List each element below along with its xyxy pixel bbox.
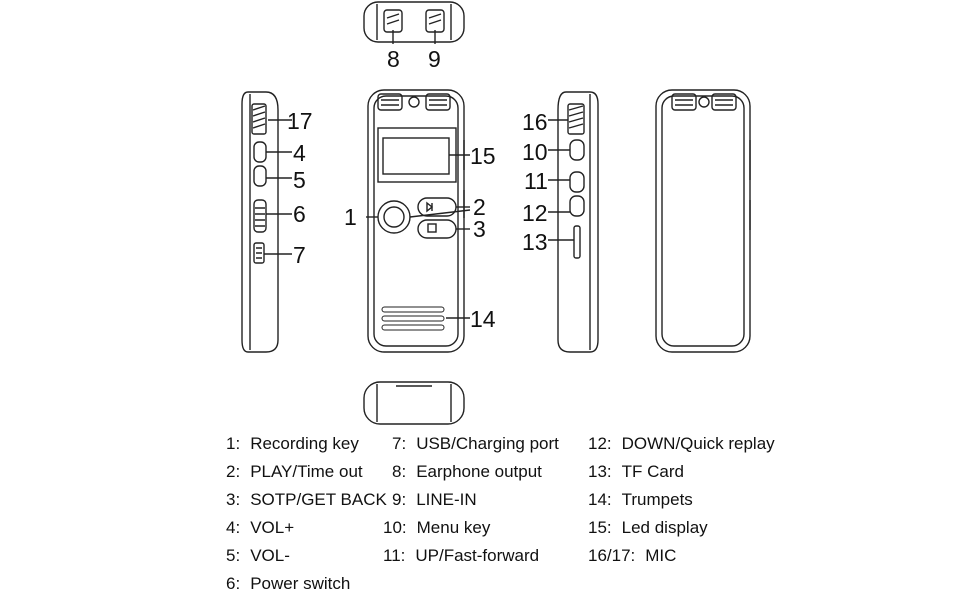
legend-text: UP/Fast-forward: [415, 546, 540, 565]
callout-15: 15: [470, 143, 496, 169]
legend-text: TF Card: [621, 462, 684, 481]
legend-num: 6:: [226, 574, 241, 593]
legend-text: Power switch: [250, 574, 351, 593]
legend-num: 8:: [392, 462, 407, 481]
front-view: [366, 89, 471, 353]
legend-num: 11:: [383, 546, 406, 565]
legend-text: SOTP/GET BACK: [250, 490, 387, 509]
legend-text: USB/Charging port: [416, 434, 559, 453]
legend-text: Recording key: [250, 434, 359, 453]
legend-num: 13:: [588, 462, 612, 481]
legend-text: VOL+: [250, 518, 295, 537]
legend-num: 15:: [588, 518, 612, 537]
back-view: [655, 89, 751, 353]
legend-text: Menu key: [416, 518, 491, 537]
legend-item-12: 12: DOWN/Quick replay: [588, 434, 775, 454]
callout-8: 8: [387, 46, 400, 72]
legend-item-5: 5: VOL-: [226, 546, 290, 566]
callout-11: 11: [524, 168, 548, 194]
right-side-view: [548, 91, 599, 353]
legend-item-14: 14: Trumpets: [588, 490, 693, 510]
legend-num: 7:: [392, 434, 407, 453]
legend-text: Earphone output: [416, 462, 542, 481]
callout-14: 14: [470, 306, 496, 332]
bottom-view: [363, 381, 465, 425]
device-diagram: 8 9 17 4 5 6 7 1 15 2 3 14 16 10 11 12 1…: [241, 1, 751, 425]
legend-text: Led display: [621, 518, 708, 537]
legend-text: LINE-IN: [416, 490, 477, 509]
callout-10: 10: [522, 139, 548, 165]
legend-text: MIC: [645, 546, 677, 565]
legend-num: 14:: [588, 490, 612, 509]
legend-item-8: 8: Earphone output: [392, 462, 542, 482]
legend-num: 4:: [226, 518, 241, 537]
legend-item-15: 15: Led display: [588, 518, 708, 538]
callout-16: 16: [522, 109, 548, 135]
legend-num: 16/17:: [588, 546, 636, 565]
legend-item-6: 6: Power switch: [226, 574, 350, 594]
legend-item-3: 3: SOTP/GET BACK: [226, 490, 387, 510]
legend-item-16-17: 16/17: MIC: [588, 546, 676, 566]
legend-item-2: 2: PLAY/Time out: [226, 462, 363, 482]
callout-6: 6: [293, 201, 306, 227]
legend-num: 3:: [226, 490, 241, 509]
top-view: [363, 1, 465, 44]
legend-num: 10:: [383, 518, 407, 537]
legend-item-13: 13: TF Card: [588, 462, 684, 482]
callout-4: 4: [293, 140, 306, 166]
legend-item-7: 7: USB/Charging port: [392, 434, 559, 454]
legend-item-10: 10: Menu key: [383, 518, 490, 538]
callout-3: 3: [473, 216, 486, 242]
legend-item-11: 11: UP/Fast-forward: [383, 546, 539, 566]
legend-text: VOL-: [250, 546, 290, 565]
legend-text: DOWN/Quick replay: [621, 434, 775, 453]
legend-item-4: 4: VOL+: [226, 518, 294, 538]
legend-text: PLAY/Time out: [250, 462, 363, 481]
left-side-view: [241, 91, 292, 353]
callout-13: 13: [522, 229, 548, 255]
legend-num: 12:: [588, 434, 612, 453]
legend-num: 1:: [226, 434, 241, 453]
callout-7: 7: [293, 242, 306, 268]
callout-9: 9: [428, 46, 441, 72]
legend-num: 5:: [226, 546, 241, 565]
callout-1: 1: [344, 204, 357, 230]
legend-num: 9:: [392, 490, 407, 509]
callout-5: 5: [293, 167, 306, 193]
callout-12: 12: [522, 200, 548, 226]
callout-17: 17: [287, 108, 313, 134]
legend-text: Trumpets: [621, 490, 693, 509]
callout-2: 2: [473, 194, 486, 220]
legend-item-1: 1: Recording key: [226, 434, 359, 454]
legend-num: 2:: [226, 462, 241, 481]
legend-item-9: 9: LINE-IN: [392, 490, 477, 510]
